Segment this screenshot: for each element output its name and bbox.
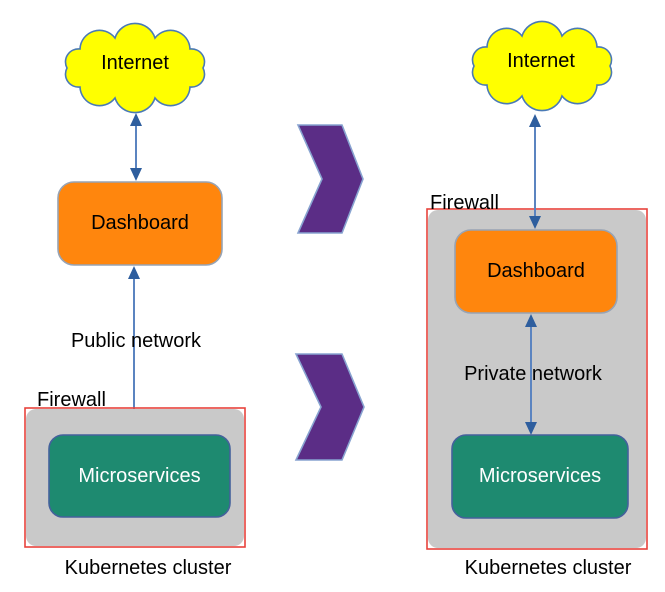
cloud-shape [64,22,206,114]
private-network-label: Private network [464,363,602,385]
microservices-box-left [48,434,231,518]
kubernetes-cluster-label-left: Kubernetes cluster [64,557,232,579]
arrow-internet-dashboard-right [529,114,541,229]
firewall-label-right: Firewall [430,192,499,214]
chevron-right-icon [294,353,365,461]
arrow-dashboard-microservices-right [525,314,537,435]
arrow-internet-dashboard-left [130,113,142,181]
microservices-box-right [451,434,629,519]
firewall-boundary-left [24,407,246,548]
arrow-up-head [525,314,537,327]
chevron-right-icon [296,124,364,234]
arrow-up-head [128,266,140,279]
dashboard-box-left [57,181,223,266]
cloud-shape [471,20,613,112]
arrow-up-head [529,114,541,127]
firewall-boundary-right [426,208,648,550]
internet-cloud-left [64,22,206,114]
arrow-up-head [130,113,142,126]
internet-cloud-right [471,20,613,112]
arrow-down-head [130,168,142,181]
public-network-label: Public network [70,330,202,352]
dashboard-box-right [454,229,618,314]
internet-label-left: Internet [101,52,169,74]
kubernetes-cluster-label-right: Kubernetes cluster [464,557,632,579]
arrow-down-head [529,216,541,229]
firewall-label-left: Firewall [37,389,106,411]
arrow-down-head [525,422,537,435]
internet-label-right: Internet [507,50,575,72]
